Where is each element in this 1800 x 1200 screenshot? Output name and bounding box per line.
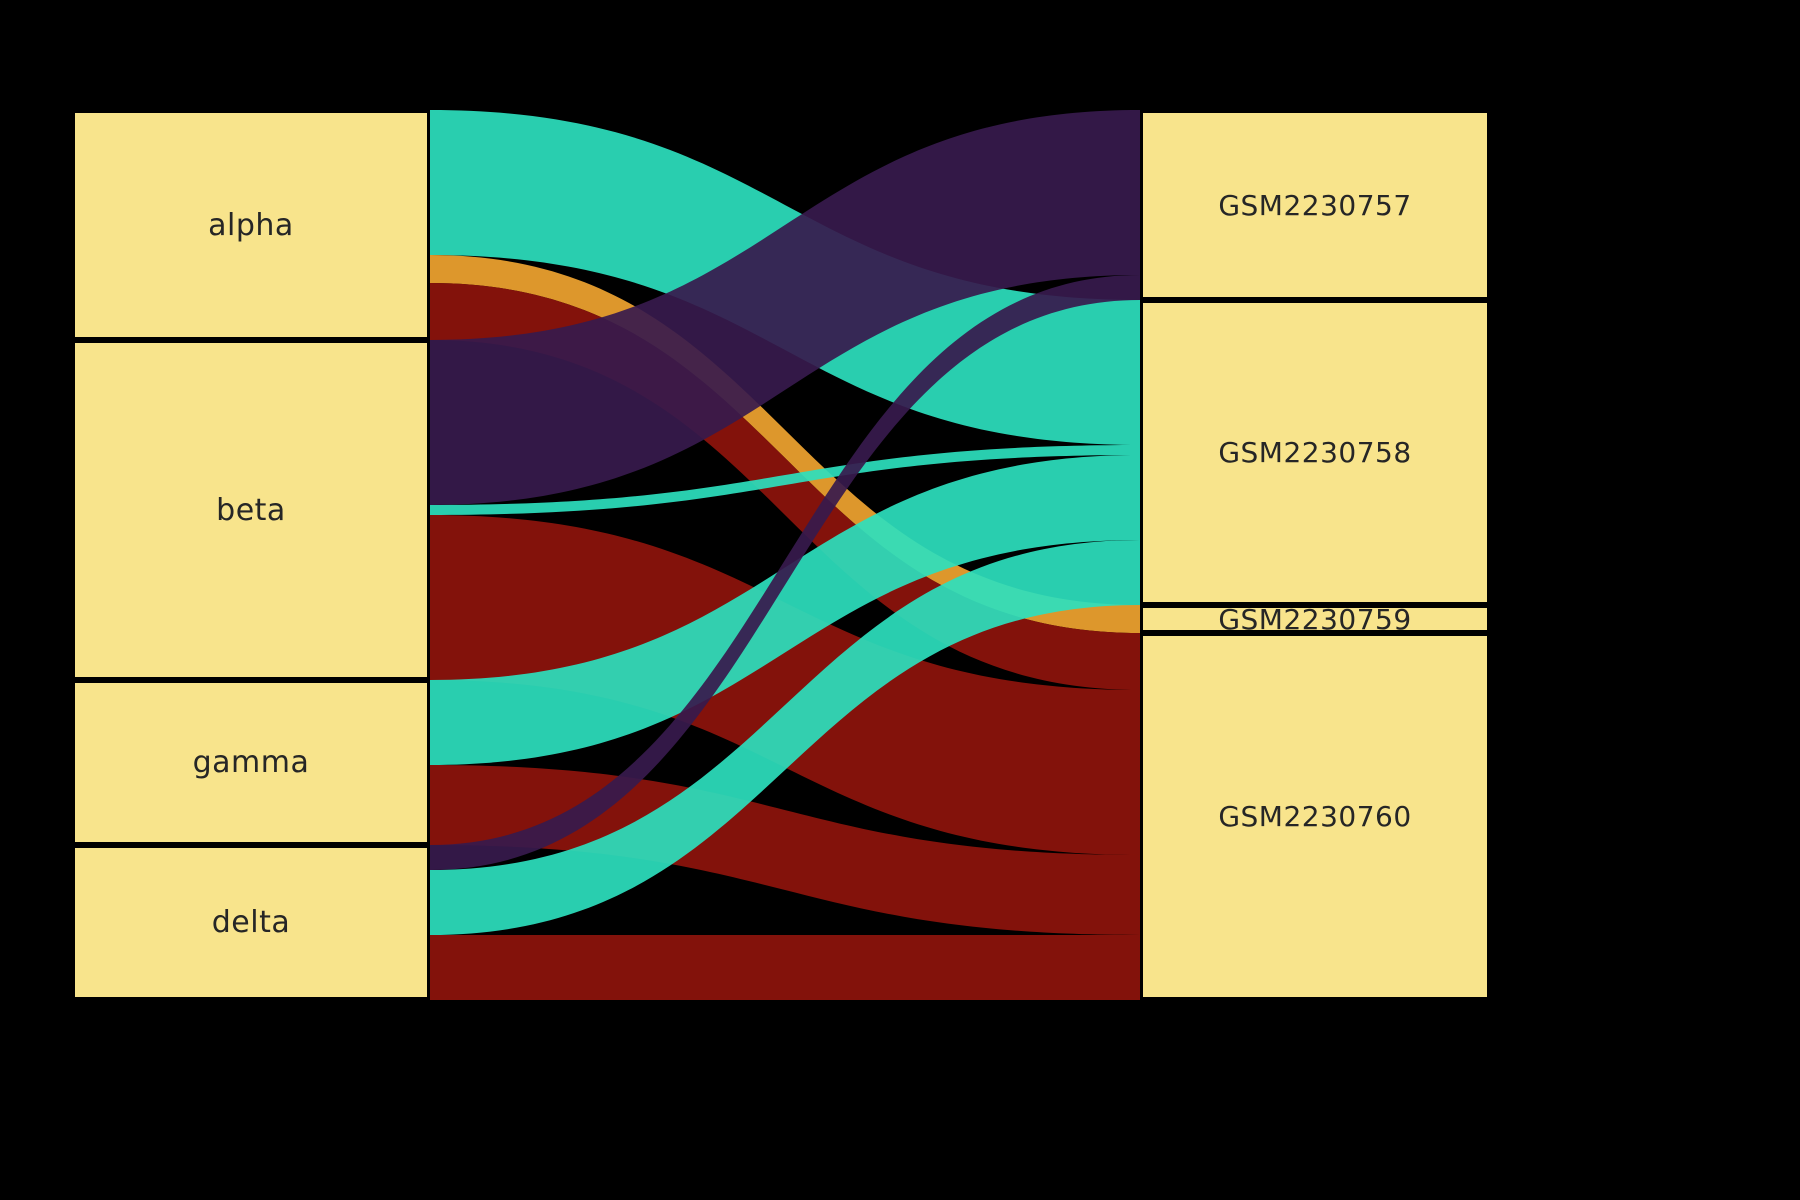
sankey-node-alpha[interactable]: alpha bbox=[72, 110, 430, 340]
sankey-link-beta-GSM2230760 bbox=[430, 515, 1140, 855]
sankey-node-GSM2230759[interactable]: GSM2230759 bbox=[1140, 602, 1490, 636]
sankey-node-label-GSM2230760: GSM2230760 bbox=[1218, 800, 1412, 833]
sankey-node-gamma[interactable]: gamma bbox=[72, 680, 430, 845]
sankey-node-label-GSM2230757: GSM2230757 bbox=[1218, 188, 1412, 222]
sankey-link-alpha-GSM2230760 bbox=[430, 283, 1140, 690]
sankey-node-label-gamma: gamma bbox=[192, 745, 310, 780]
sankey-link-beta-GSM2230757 bbox=[430, 110, 1140, 505]
sankey-link-alpha-GSM2230759 bbox=[430, 255, 1140, 633]
sankey-link-beta-GSM2230758 bbox=[430, 445, 1140, 515]
sankey-node-label-delta: delta bbox=[211, 905, 291, 940]
sankey-link-gamma-GSM2230758 bbox=[430, 455, 1140, 765]
sankey-node-label-alpha: alpha bbox=[208, 207, 294, 243]
sankey-node-GSM2230757[interactable]: GSM2230757 bbox=[1140, 110, 1490, 300]
sankey-node-label-GSM2230759: GSM2230759 bbox=[1218, 602, 1412, 636]
sankey-node-GSM2230758[interactable]: GSM2230758 bbox=[1140, 300, 1490, 605]
sankey-node-beta[interactable]: beta bbox=[72, 340, 430, 680]
sankey-link-delta-GSM2230758 bbox=[430, 540, 1140, 935]
sankey-link-delta-GSM2230757 bbox=[430, 275, 1140, 870]
sankey-node-label-beta: beta bbox=[216, 492, 286, 528]
sankey-node-label-GSM2230758: GSM2230758 bbox=[1218, 436, 1412, 469]
sankey-link-delta-GSM2230760 bbox=[430, 935, 1140, 1000]
sankey-node-delta[interactable]: delta bbox=[72, 845, 430, 1000]
sankey-node-GSM2230760[interactable]: GSM2230760 bbox=[1140, 633, 1490, 1000]
